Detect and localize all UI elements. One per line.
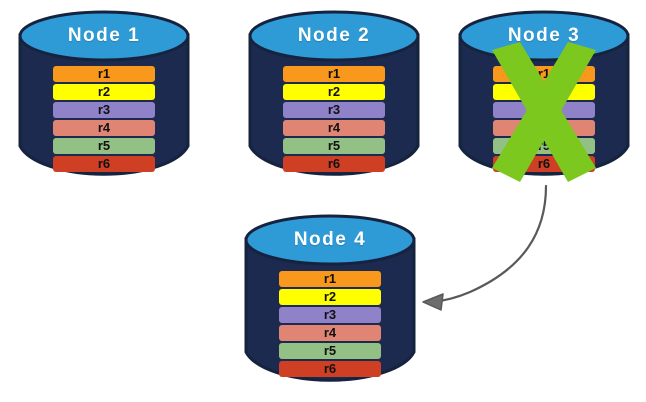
row-bar-r6[interactable]: r6 bbox=[283, 156, 385, 172]
node-2-cylinder[interactable]: Node 2 r1 r2 r3 r4 r5 r6 bbox=[248, 8, 420, 180]
node-4-rows: r1 r2 r3 r4 r5 r6 bbox=[279, 271, 381, 377]
node-1-cylinder[interactable]: Node 1 r1 r2 r3 r4 r5 r6 bbox=[18, 8, 190, 180]
row-bar-r2[interactable]: r2 bbox=[493, 84, 595, 100]
node-2-rows: r1 r2 r3 r4 r5 r6 bbox=[283, 66, 385, 172]
row-bar-r3[interactable]: r3 bbox=[493, 102, 595, 118]
row-bar-r6[interactable]: r6 bbox=[279, 361, 381, 377]
row-bar-r1[interactable]: r1 bbox=[283, 66, 385, 82]
row-bar-r2[interactable]: r2 bbox=[53, 84, 155, 100]
arrowhead-icon bbox=[422, 293, 444, 311]
node-1-rows: r1 r2 r3 r4 r5 r6 bbox=[53, 66, 155, 172]
row-bar-r4[interactable]: r4 bbox=[279, 325, 381, 341]
row-bar-r3[interactable]: r3 bbox=[279, 307, 381, 323]
node-3-rows: r1 r2 r3 r4 r5 r6 bbox=[493, 66, 595, 172]
row-bar-r1[interactable]: r1 bbox=[279, 271, 381, 287]
node-4-cylinder[interactable]: Node 4 r1 r2 r3 r4 r5 r6 bbox=[244, 212, 416, 388]
row-bar-r3[interactable]: r3 bbox=[283, 102, 385, 118]
row-bar-r5[interactable]: r5 bbox=[279, 343, 381, 359]
row-bar-r6[interactable]: r6 bbox=[493, 156, 595, 172]
row-bar-r1[interactable]: r1 bbox=[493, 66, 595, 82]
row-bar-r5[interactable]: r5 bbox=[53, 138, 155, 154]
row-bar-r5[interactable]: r5 bbox=[493, 138, 595, 154]
row-bar-r2[interactable]: r2 bbox=[283, 84, 385, 100]
row-bar-r4[interactable]: r4 bbox=[53, 120, 155, 136]
row-bar-r2[interactable]: r2 bbox=[279, 289, 381, 305]
row-bar-r3[interactable]: r3 bbox=[53, 102, 155, 118]
row-bar-r4[interactable]: r4 bbox=[283, 120, 385, 136]
node-3-cylinder[interactable]: Node 3 r1 r2 r3 r4 r5 r6 bbox=[458, 8, 630, 182]
row-bar-r6[interactable]: r6 bbox=[53, 156, 155, 172]
row-bar-r5[interactable]: r5 bbox=[283, 138, 385, 154]
row-bar-r4[interactable]: r4 bbox=[493, 120, 595, 136]
row-bar-r1[interactable]: r1 bbox=[53, 66, 155, 82]
